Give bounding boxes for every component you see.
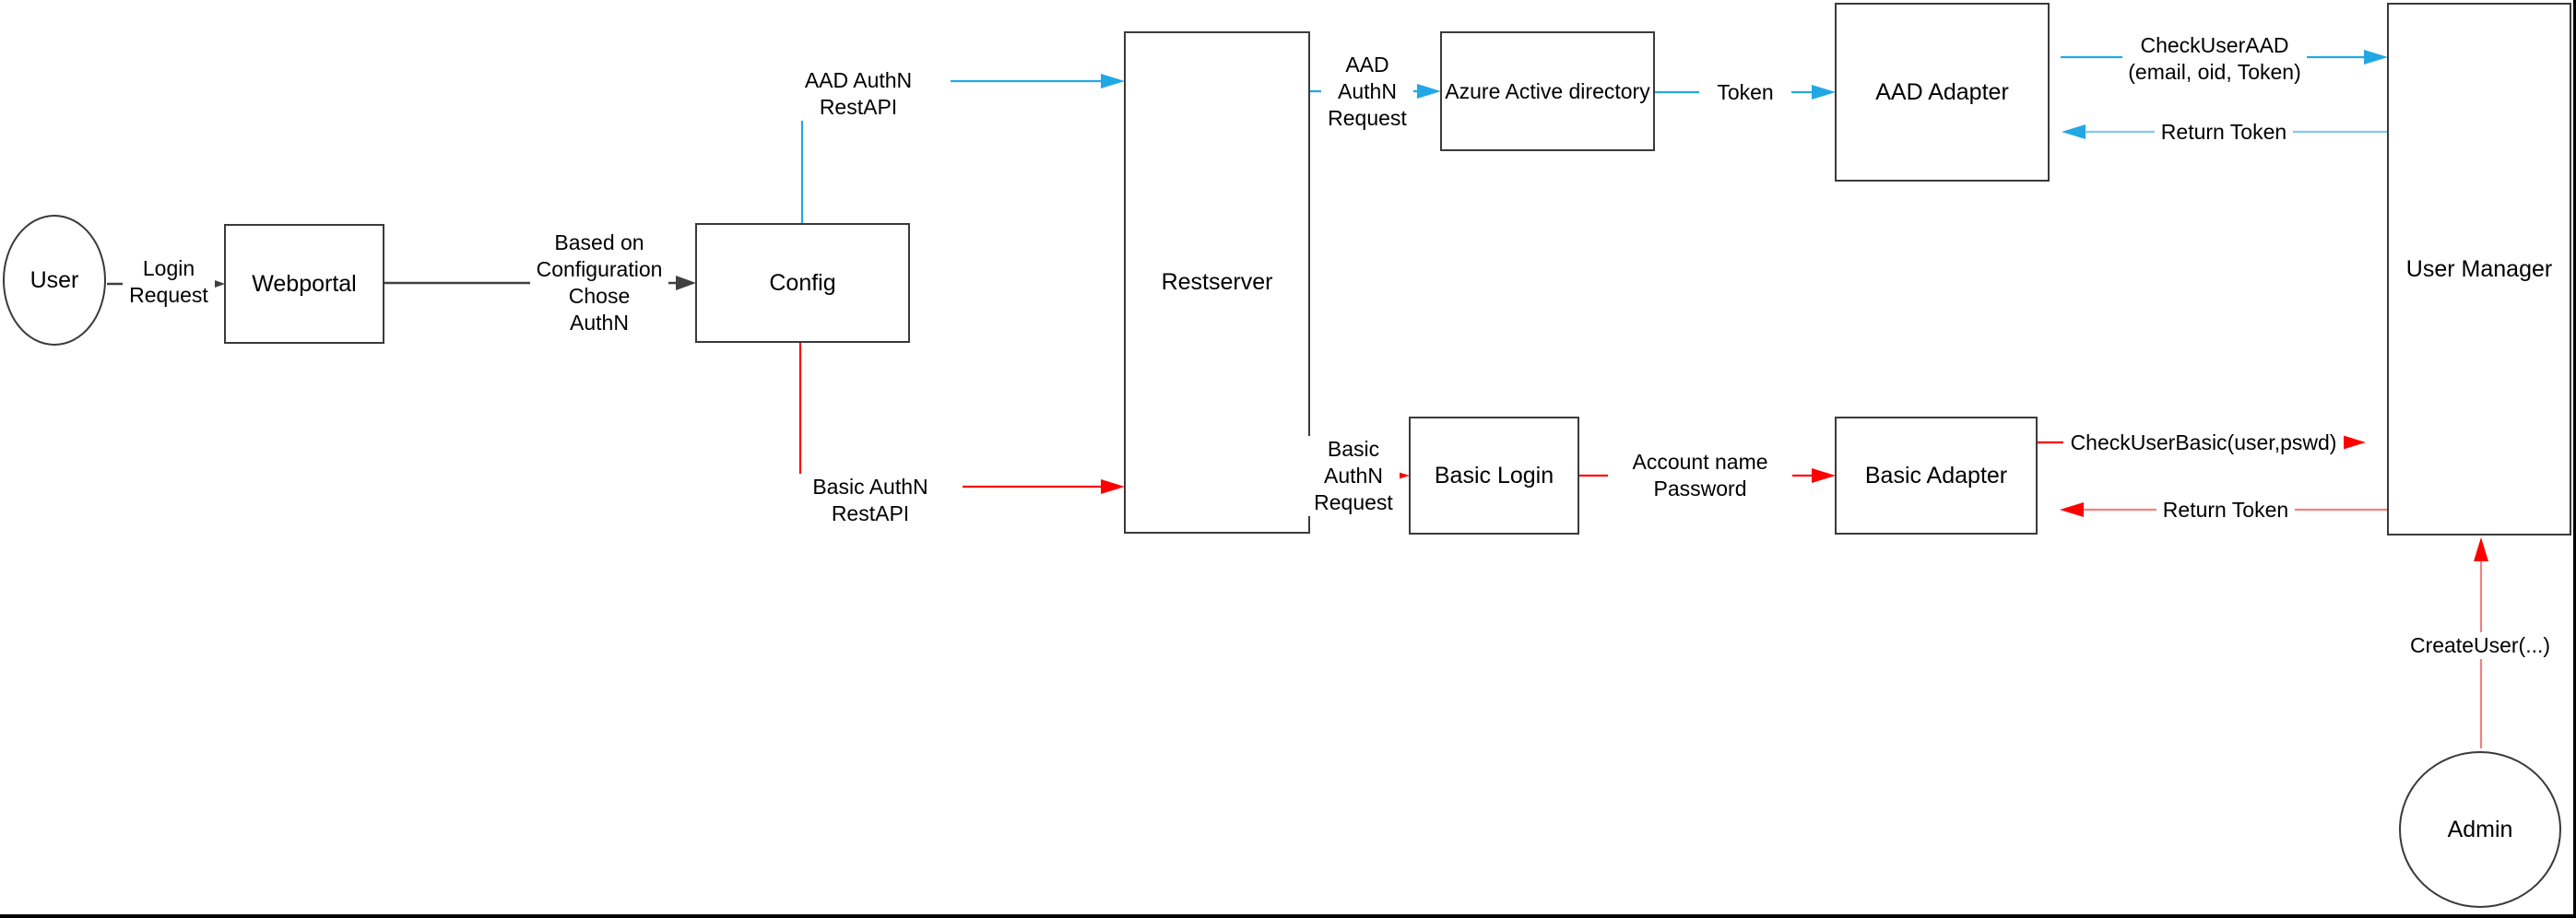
- edge-label-token: Token: [1699, 79, 1791, 106]
- node-user-manager: User Manager: [2387, 3, 2571, 536]
- edge-label-return-token-aad: Return Token: [2155, 119, 2293, 146]
- arrow-config-to-restserver-basic: [798, 343, 1125, 494]
- edge-label-return-token-basic: Return Token: [2157, 497, 2295, 524]
- node-admin-label: Admin: [2447, 816, 2513, 842]
- node-webportal-label: Webportal: [252, 270, 357, 297]
- edge-label-aad-authn-request: AAD AuthN Request: [1321, 52, 1413, 132]
- node-azure-active-directory: Azure Active directory: [1440, 31, 1655, 151]
- node-basic-adapter: Basic Adapter: [1835, 417, 2038, 535]
- edge-label-login-request: Login Request: [123, 255, 215, 309]
- node-restserver: Restserver: [1124, 31, 1310, 534]
- node-user-label: User: [30, 266, 79, 293]
- edge-label-basic-authn-restapi: Basic AuthN RestAPI: [778, 474, 963, 527]
- node-config-label: Config: [769, 269, 836, 296]
- node-webportal: Webportal: [224, 224, 384, 344]
- node-basic-login-label: Basic Login: [1434, 462, 1554, 488]
- edge-label-aad-authn-restapi: AAD AuthN RestAPI: [766, 67, 951, 121]
- edge-label-check-user-basic: CheckUserBasic(user,pswd): [2063, 430, 2344, 456]
- node-basic-login: Basic Login: [1409, 417, 1579, 535]
- node-azure-active-directory-label: Azure Active directory: [1445, 78, 1650, 103]
- page-border-right: [2573, 0, 2576, 918]
- page-border-bottom: [0, 914, 2576, 918]
- node-restserver-label: Restserver: [1161, 269, 1273, 295]
- node-admin: Admin: [2399, 751, 2561, 908]
- node-user: User: [3, 215, 106, 346]
- edge-label-check-user-aad: CheckUserAAD (email, oid, Token): [2122, 32, 2307, 86]
- edge-label-basic-authn-request: Basic AuthN Request: [1307, 436, 1400, 516]
- edge-label-account-name-password: Account name Password: [1608, 449, 1792, 502]
- edge-label-based-on-configuration: Based on Configuration Chose AuthN: [530, 230, 668, 336]
- node-basic-adapter-label: Basic Adapter: [1864, 462, 2008, 488]
- node-aad-adapter: AAD Adapter: [1835, 3, 2050, 182]
- edge-label-create-user: CreateUser(...): [2388, 632, 2572, 659]
- node-config: Config: [695, 223, 910, 343]
- node-aad-adapter-label: AAD Adapter: [1875, 78, 2009, 105]
- node-user-manager-label: User Manager: [2405, 255, 2553, 282]
